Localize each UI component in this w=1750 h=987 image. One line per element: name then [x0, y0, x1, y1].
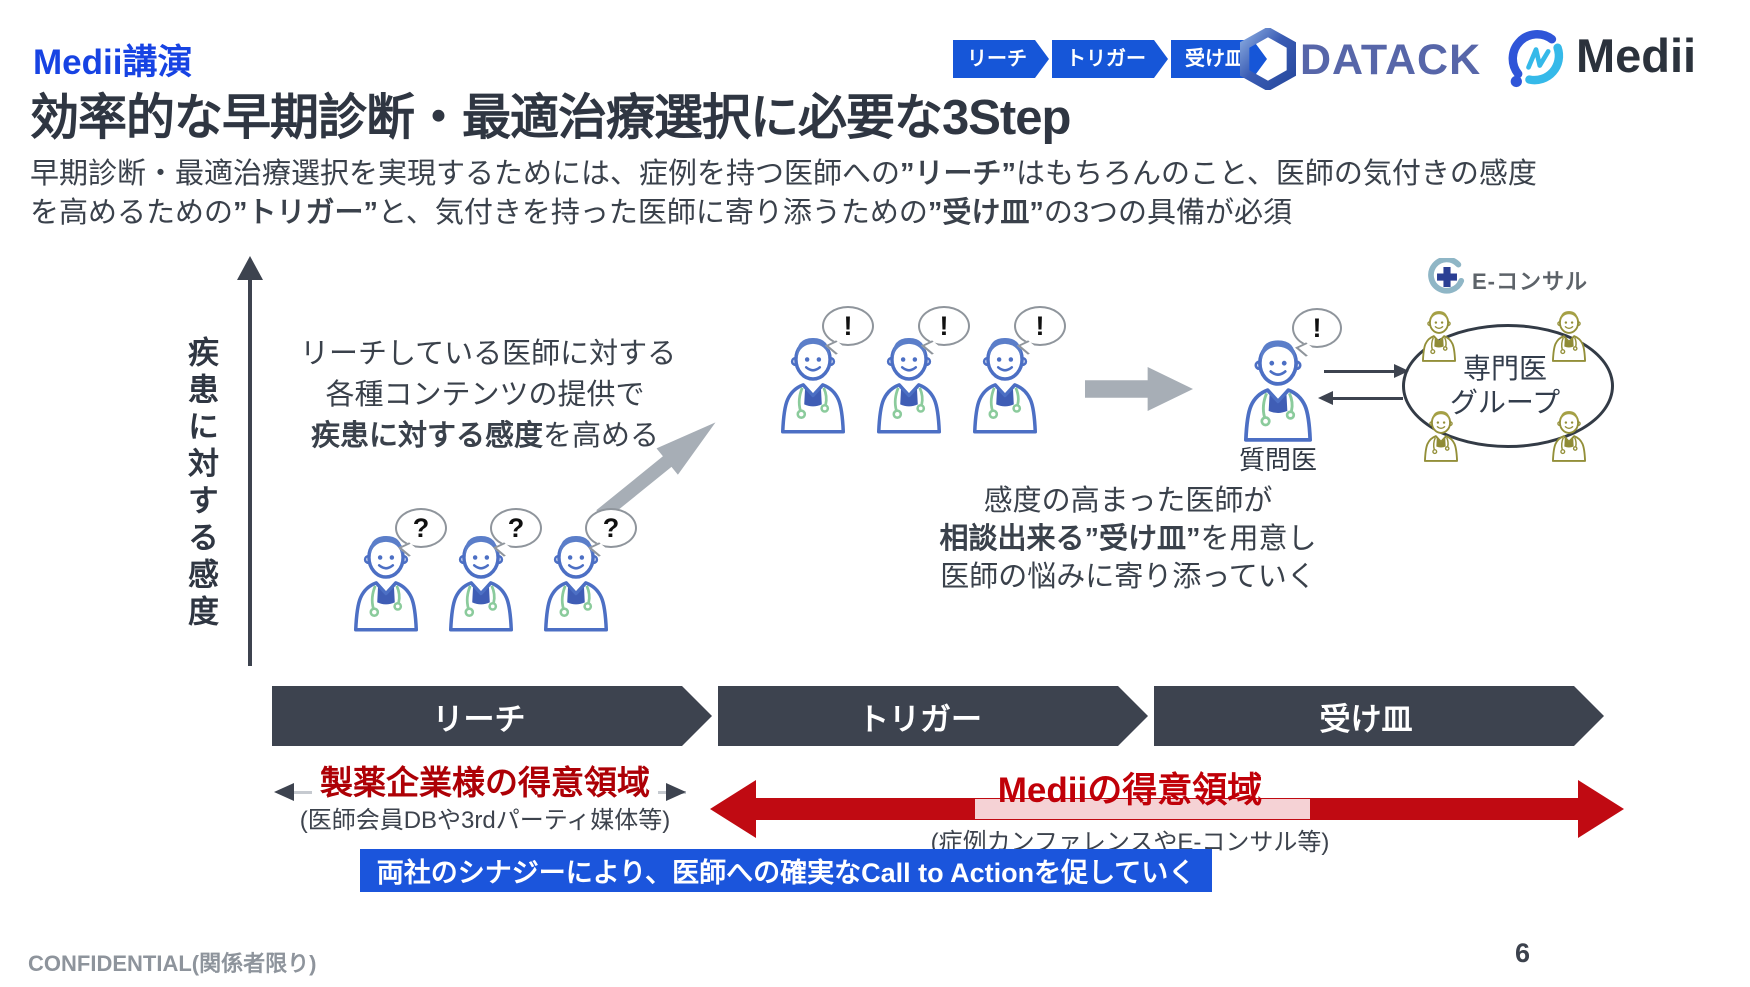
trigger-note-line3: 医師の悩みに寄り添っていく — [940, 561, 1316, 593]
confidential-note: CONFIDENTIAL(関係者限り) — [28, 951, 317, 976]
reach-note-rest: を高める — [543, 420, 660, 452]
subtitle-line1: 早期診断・最適治療選択を実現するためには、症例を持つ医師への”リーチ”はもちろん… — [30, 150, 1537, 192]
y-axis-arrowhead — [237, 256, 263, 280]
reach-note-line2: 各種コンテンツの提供で — [325, 379, 645, 411]
page-number: 6 — [1514, 938, 1530, 968]
subtitle-text: と、気付きを持った医師に寄り添うための — [378, 197, 928, 229]
right-arrow-icon — [1085, 367, 1193, 411]
specialist-group-line1: 専門医 — [1462, 353, 1547, 384]
step-banner-reach: リーチ — [272, 686, 712, 746]
pharma-domain-arrow-left — [274, 783, 294, 801]
exclamation-bubble: ! — [918, 306, 970, 346]
datack-logo-icon — [1240, 28, 1296, 90]
page-title: 効率的な早期診断・最適治療選択に必要な3Step — [30, 91, 1071, 145]
trigger-note-line2: 相談出来る”受け皿”を用意し — [928, 520, 1328, 558]
exclamation-bubble: ! — [1292, 308, 1342, 348]
specialist-doctor-icon — [1546, 306, 1592, 362]
question-bubble: ? — [585, 508, 637, 548]
step-banner-ukezara: 受け皿 — [1154, 686, 1604, 746]
arrow-to-specialists — [1324, 370, 1396, 373]
question-bubble: ? — [395, 508, 447, 548]
subtitle-trigger-bold: ”トリガー” — [233, 197, 379, 229]
y-axis-line — [248, 278, 252, 666]
badge-trigger: トリガー — [1052, 40, 1168, 78]
slide-kicker: Medii講演 — [33, 43, 193, 82]
datack-logo-text: DATACK — [1300, 36, 1482, 84]
reach-note-line1: リーチしている医師に対する — [300, 338, 677, 370]
specialist-group-line2: グループ — [1449, 387, 1561, 418]
pharma-domain-title-text: 製薬企業様の得意領域 — [312, 764, 658, 801]
trigger-note-line1: 感度の高まった医師が — [983, 485, 1273, 517]
trigger-note: 感度の高まった医師が 相談出来る”受け皿”を用意し 医師の悩みに寄り添っていく — [928, 482, 1328, 596]
medii-domain-title: Mediiの得意領域 — [997, 771, 1263, 810]
reach-note: リーチしている医師に対する 各種コンテンツの提供で 疾患に対する感度を高める — [300, 334, 677, 457]
y-axis-label: 疾患に対する感度 — [183, 336, 218, 632]
medii-logo-icon — [1508, 30, 1564, 88]
pharma-domain-arrow-right — [666, 783, 686, 801]
trigger-note-rest: を用意し — [1200, 523, 1317, 555]
medii-domain-band — [975, 799, 1310, 819]
arrow-from-specialists — [1331, 397, 1403, 400]
questioner-label: 質問医 — [1238, 445, 1317, 475]
badge-reach: リーチ — [953, 40, 1049, 78]
specialist-doctor-icon — [1418, 406, 1464, 462]
question-bubble: ? — [490, 508, 542, 548]
subtitle-line2: を高めるための”トリガー”と、気付きを持った医師に寄り添うための”受け皿”の3つ… — [30, 189, 1292, 231]
econsult-label: E-コンサル — [1472, 269, 1589, 294]
subtitle-text: の3つの具備が必須 — [1043, 197, 1293, 229]
step-badges: リーチ トリガー 受け皿 — [953, 40, 1267, 78]
subtitle-text: を高めるための — [30, 197, 234, 229]
medii-logo-text: Medii — [1576, 29, 1697, 82]
pharma-domain-title: 製薬企業様の得意領域 — [282, 756, 688, 804]
reach-note-line3: 疾患に対する感度を高める — [300, 416, 670, 457]
specialist-doctor-icon — [1546, 406, 1592, 462]
exclamation-bubble: ! — [1014, 306, 1066, 346]
econsult-logo-icon — [1428, 258, 1465, 294]
subtitle-text: 早期診断・最適治療選択を実現するためには、症例を持つ医師への — [30, 158, 901, 190]
synergy-banner: 両社のシナジーにより、医師への確実なCall to Actionを促していく — [360, 849, 1212, 892]
specialist-doctor-icon — [1416, 306, 1462, 362]
subtitle-text: はもちろんのこと、医師の気付きの感度 — [1016, 158, 1537, 190]
subtitle-reach-bold: ”リーチ” — [900, 158, 1017, 190]
reach-note-bold: 疾患に対する感度 — [310, 420, 543, 452]
specialist-group-ellipse — [1402, 324, 1614, 448]
exclamation-bubble: ! — [822, 306, 874, 346]
arrow-from-specialists-head — [1318, 391, 1333, 405]
pharma-domain-subtitle: (医師会員DBや3rdパーティ媒体等) — [299, 807, 671, 834]
specialist-group-label: 専門医 グループ — [1420, 352, 1590, 420]
trigger-note-bold: 相談出来る”受け皿” — [939, 523, 1201, 555]
step-banner-trigger: トリガー — [718, 686, 1148, 746]
subtitle-ukezara-bold: ”受け皿” — [927, 197, 1044, 229]
